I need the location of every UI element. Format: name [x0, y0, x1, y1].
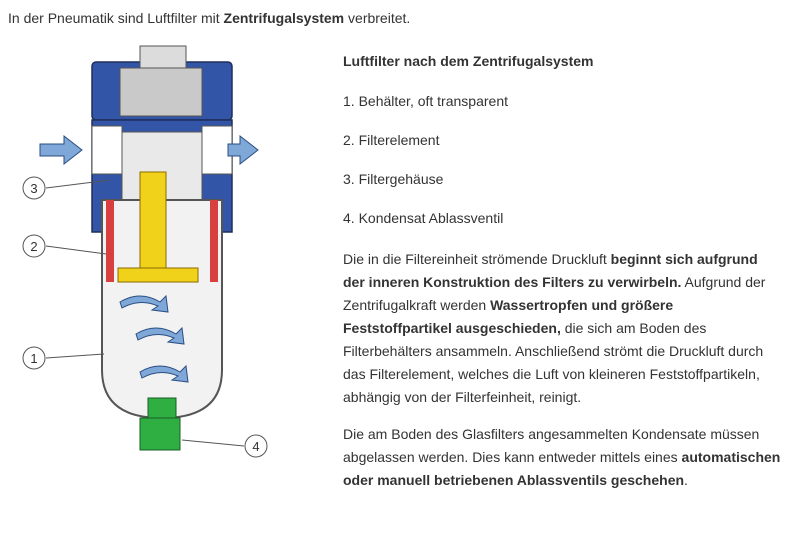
housing-inlet-port — [91, 125, 123, 175]
callout-4: 4 — [252, 439, 259, 454]
inlet-arrow — [39, 134, 83, 166]
callout-line-2 — [45, 245, 107, 255]
filter-top-nut — [139, 45, 187, 69]
filter-element-base — [117, 267, 199, 283]
outlet-arrow — [227, 134, 259, 166]
para1-text-1: Die in die Filtereinheit strömende Druck… — [343, 251, 611, 267]
list-item: 4. Kondensat Ablassventil — [343, 210, 504, 226]
callout-line-4 — [181, 439, 245, 447]
para1-text-3: die sich am Boden des Filterbehälters an… — [343, 320, 764, 405]
bowl-red-wall-left — [106, 200, 114, 282]
paragraph-centrifugal: Die in die Filtereinheit strömende Druck… — [343, 248, 783, 409]
callout-2: 2 — [30, 239, 37, 254]
filter-top-boss — [119, 67, 203, 117]
callout-3: 3 — [30, 181, 37, 196]
drain-valve-body — [139, 417, 181, 451]
list-item: 1. Behälter, oft transparent — [343, 93, 508, 109]
paragraph-drain: Die am Boden des Glasfilters angesammelt… — [343, 423, 783, 492]
callout-1: 1 — [30, 351, 37, 366]
para2-text-1: Die am Boden des Glasfilters angesammelt… — [343, 426, 760, 465]
callout-circle-3 — [22, 176, 46, 200]
swirl-arrow-2 — [135, 326, 185, 345]
description-panel: Luftfilter nach dem Zentrifugalsystem 1.… — [343, 52, 783, 506]
swirl-arrow-1 — [119, 294, 169, 313]
intro-prefix: In der Pneumatik sind Luftfilter mit — [8, 10, 224, 26]
air-filter-illustration: 3 2 1 4 — [22, 45, 268, 458]
callout-circle-4 — [244, 434, 268, 458]
intro-suffix: verbreitet. — [344, 10, 411, 26]
callout-line-3 — [45, 179, 111, 189]
list-item: 2. Filterelement — [343, 132, 440, 148]
intro-text: In der Pneumatik sind Luftfilter mit Zen… — [8, 10, 410, 26]
callout-circle-2 — [22, 234, 46, 258]
swirl-arrow-3 — [139, 364, 189, 383]
flow-arrows — [39, 134, 259, 383]
housing-outlet-port — [201, 125, 233, 175]
callout-line-1 — [45, 353, 105, 359]
filter-element-stem — [139, 171, 167, 277]
para1-bold-1: beginnt sich aufgrund der inneren Konstr… — [343, 251, 758, 290]
para1-bold-2: Wassertropfen und größere Feststoffparti… — [343, 297, 674, 336]
list-item: 3. Filtergehäuse — [343, 171, 444, 187]
section-heading: Luftfilter nach dem Zentrifugalsystem — [343, 53, 594, 69]
para2-text-2: . — [684, 472, 688, 488]
bowl-red-wall-right — [210, 200, 218, 282]
drain-valve-top — [147, 397, 177, 419]
para1-text-2: Aufgrund der Zentrifugalkraft werden — [343, 274, 766, 313]
intro-bold: Zentrifugalsystem — [223, 10, 345, 26]
callout-circle-1 — [22, 346, 46, 370]
para2-bold-1: automatischen oder manuell betriebenen A… — [343, 449, 781, 488]
